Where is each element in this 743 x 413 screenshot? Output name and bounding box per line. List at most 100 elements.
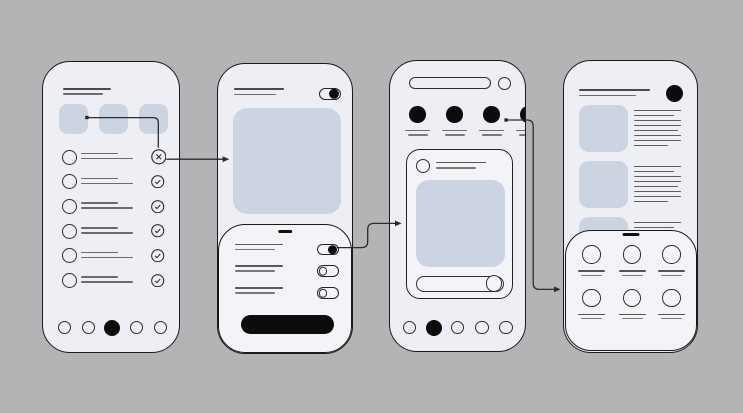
row-text-line-2 (81, 157, 133, 160)
setting-toggle[interactable] (317, 265, 339, 277)
setting-line-2 (235, 270, 276, 272)
item-text-line (633, 144, 668, 147)
item-text-line (633, 119, 681, 122)
header-line-2 (579, 94, 637, 97)
share-bottom-sheet (564, 230, 697, 351)
row-text-line-1 (81, 251, 118, 254)
comment-input[interactable] (416, 275, 504, 292)
row-text-line-1 (81, 226, 118, 229)
item-text-line (633, 109, 681, 112)
header-toggle[interactable] (319, 87, 341, 100)
sheet-drag-handle[interactable] (278, 230, 292, 234)
page-dot (81, 321, 95, 335)
item-text-line (633, 124, 681, 127)
item-text-line (633, 185, 678, 188)
row-text-line-1 (81, 202, 118, 204)
row-text-line-1 (81, 276, 118, 278)
grid-label-line-2 (621, 317, 643, 320)
row-avatar-circle (62, 273, 77, 288)
setting-line-2 (235, 248, 276, 251)
primary-cta-button[interactable] (241, 314, 334, 334)
row-avatar-circle (62, 174, 77, 190)
page-dot (153, 321, 167, 335)
grid-label-line-1 (658, 313, 686, 316)
item-text-line (633, 134, 681, 137)
toggle-knob (328, 88, 339, 99)
post-avatar (416, 159, 430, 174)
search-input[interactable] (409, 77, 491, 90)
row-avatar-circle (62, 223, 77, 239)
item-thumbnail (579, 161, 628, 208)
setting-line-1 (235, 265, 284, 267)
setting-toggle[interactable] (317, 287, 339, 299)
send-circle-button[interactable] (485, 275, 503, 293)
item-text-line (633, 190, 681, 193)
grid-label-line-2 (581, 317, 603, 320)
story-label-line-2 (444, 134, 465, 136)
grid-label-line-2 (661, 274, 683, 277)
row-text-line-2 (81, 256, 133, 259)
category-chip[interactable] (138, 103, 168, 134)
settings-bottom-sheet (218, 224, 352, 353)
category-chip[interactable] (178, 103, 179, 134)
row-avatar-circle (62, 149, 77, 165)
header-line-1 (579, 89, 651, 91)
item-text-line (633, 180, 681, 183)
item-text-line (633, 195, 681, 198)
row-avatar-circle (62, 198, 77, 214)
grid-label-line-2 (661, 317, 683, 320)
grid-label-line-2 (621, 274, 643, 277)
row-text-line-2 (81, 182, 133, 185)
setting-line-2 (235, 291, 276, 294)
sheet-drag-handle[interactable] (622, 233, 640, 237)
page-dot (57, 321, 71, 335)
item-text-line (633, 175, 681, 178)
page-dot (499, 321, 513, 335)
close-circle-icon (150, 149, 167, 170)
story-label-line-1 (516, 129, 525, 132)
hero-media-block (232, 107, 341, 215)
item-text-line (633, 200, 668, 203)
toggle-knob (327, 244, 338, 255)
grid-label-line-1 (578, 270, 606, 272)
grid-circle-icon (662, 288, 682, 308)
item-text-line (633, 170, 674, 173)
check-circle-icon (151, 273, 165, 292)
page-dot-active (425, 319, 442, 336)
grid-label-line-1 (578, 313, 606, 316)
screen-detail (217, 63, 353, 354)
row-text-line-1 (81, 177, 118, 180)
setting-toggle[interactable] (317, 243, 339, 256)
category-chip[interactable] (98, 103, 128, 134)
header-line-1 (234, 88, 285, 91)
post-card (406, 149, 513, 300)
grid-circle-icon (582, 245, 601, 264)
row-text-line-1 (81, 152, 118, 155)
profile-circle-icon[interactable] (498, 76, 511, 90)
toggle-knob (318, 266, 328, 276)
story-avatar[interactable] (483, 106, 500, 123)
page-dot (129, 321, 143, 335)
check-circle-icon (151, 224, 165, 242)
story-avatar[interactable] (520, 106, 525, 123)
grid-label-line-2 (581, 274, 603, 277)
item-text-line (633, 226, 674, 229)
check-circle-icon (151, 175, 165, 193)
story-avatar[interactable] (409, 106, 426, 123)
header-line-2 (234, 93, 277, 96)
grid-circle-icon (662, 245, 682, 264)
screen-article (563, 60, 698, 353)
post-media-block (416, 180, 506, 267)
story-avatar[interactable] (446, 106, 463, 123)
item-text-line (633, 129, 678, 132)
grid-circle-icon (582, 288, 601, 308)
arrowhead-icon (554, 286, 561, 293)
category-chip[interactable] (58, 103, 88, 134)
item-thumbnail (579, 105, 628, 152)
row-text-line-2 (81, 281, 133, 283)
check-circle-icon (151, 199, 165, 218)
user-avatar[interactable] (665, 84, 683, 102)
item-text-line (633, 114, 674, 117)
story-label-line-1 (405, 129, 431, 132)
